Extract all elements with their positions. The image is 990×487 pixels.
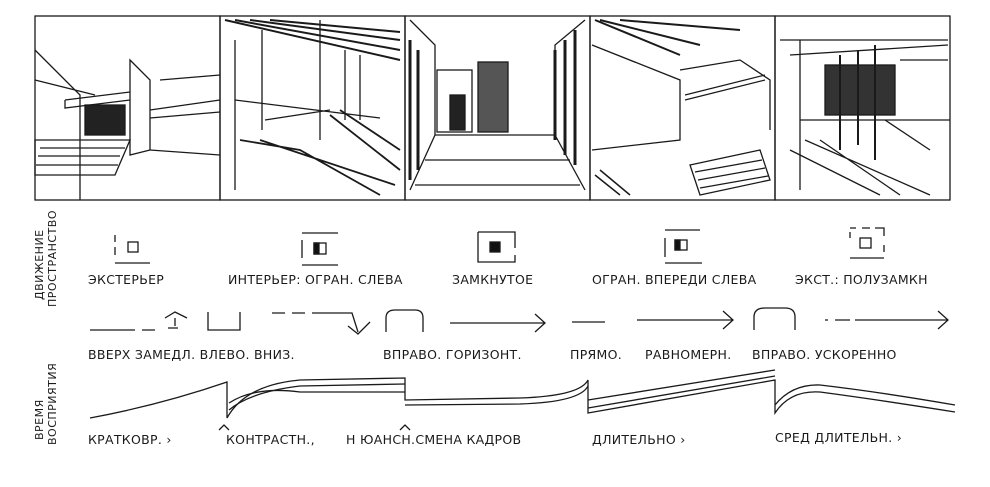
time-label-5: СРЕД ДЛИТЕЛЬН. › [775, 430, 903, 445]
space-symbol-front-left [664, 229, 702, 264]
movement-label-1: ВВЕРХ ЗАМЕДЛ. ВЛЕВО. ВНИЗ. [88, 347, 295, 362]
sketch-panel-2 [219, 15, 406, 201]
space-label-front-left: ОГРАН. ВПЕРЕДИ СЛЕВА [592, 272, 757, 287]
movement-label-4: РАВНОМЕРН. [645, 347, 732, 362]
sketch-panel-1 [34, 15, 221, 201]
sketch-panel-3 [404, 15, 591, 201]
side-label-perception: ВОСПРИЯТИЯ [46, 362, 59, 445]
side-label-movement: ДВИЖЕНИЕ [33, 229, 46, 300]
space-label-enclosed: ЗАМКНУТОЕ [452, 272, 534, 287]
movement-line [90, 307, 949, 335]
movement-label-2: ВПРАВО. ГОРИЗОНТ. [383, 347, 522, 362]
space-symbol-enclosed [477, 231, 516, 263]
space-symbol-semi-enclosed [849, 227, 885, 259]
space-symbol-exterior [114, 235, 150, 264]
side-label-space: ПРОСТРАНСТВО [46, 210, 59, 307]
space-symbol-interior-left [301, 232, 338, 266]
space-label-exterior: ЭКСТЕРЬЕР [88, 272, 165, 287]
space-label-semi-enclosed: ЭКСТ.: ПОЛУЗАМКН [795, 272, 928, 287]
space-label-interior-left: ИНТЕРЬЕР: ОГРАН. СЛЕВА [228, 272, 403, 287]
movement-label-5: ВПРАВО. УСКОРЕННО [752, 347, 897, 362]
side-label-time: ВРЕМЯ [33, 399, 46, 440]
time-label-1: КРАТКОВР. › [88, 432, 172, 447]
movement-label-3: ПРЯМО. [570, 347, 623, 362]
time-label-4: ДЛИТЕЛЬНО › [592, 432, 686, 447]
sketch-panel-5 [774, 15, 951, 201]
sketch-panel-4 [589, 15, 776, 201]
time-label-3: Н ЮАНСН.СМЕНА КАДРОВ [346, 432, 522, 447]
time-label-2: КОНТРАСТН., [226, 432, 315, 447]
perception-time-curve [89, 369, 956, 431]
